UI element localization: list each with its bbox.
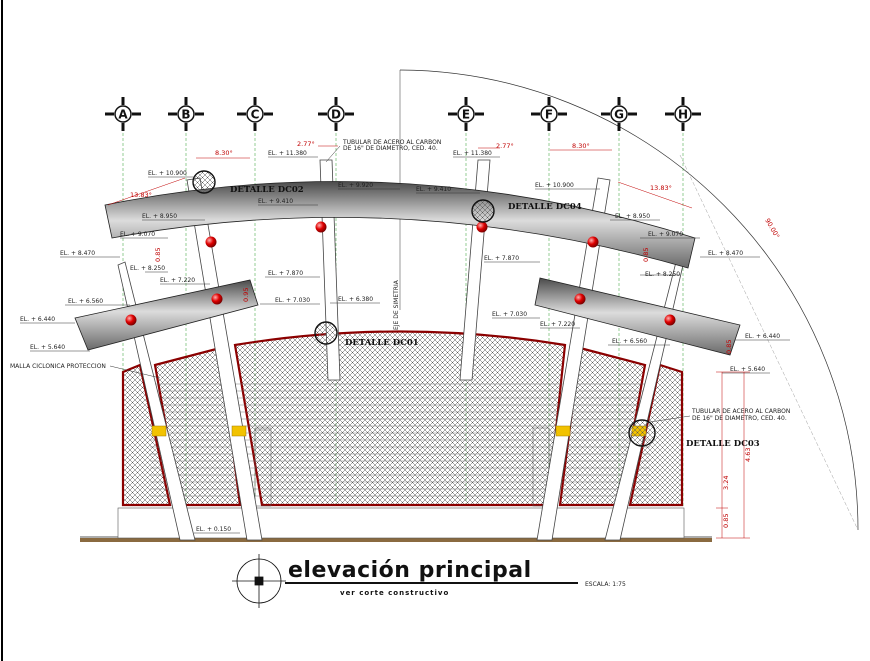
axis-marker-h: H: [665, 97, 701, 131]
level-7220-right: EL. + 7.220: [540, 321, 575, 328]
level-8470-right: EL. + 8.470: [708, 250, 743, 257]
page-title: elevación principal: [288, 558, 532, 583]
dim-8-30-left: 8.30°: [215, 149, 233, 157]
page-subtitle: ver corte constructivo: [340, 589, 449, 597]
tube-note-top-2: DE 16" DE DIAMETRO, CED. 40.: [343, 145, 438, 152]
level-8470-left: EL. + 8.470: [60, 250, 95, 257]
axis-marker-e: E: [448, 97, 484, 131]
axis-marker-a: A: [105, 97, 141, 131]
dim-0-85-lower: 0.85: [725, 340, 733, 354]
axis-label-e: E: [462, 108, 470, 122]
ground-line: [80, 538, 712, 542]
nodes: [125, 221, 676, 326]
level-7870-right: EL. + 7.870: [484, 255, 519, 262]
level-9920: EL. + 9.920: [338, 182, 373, 189]
level-7870-left: EL. + 7.870: [268, 270, 303, 277]
axis-label-c: C: [251, 108, 260, 122]
level-9070-left: EL. + 9.070: [120, 231, 155, 238]
tube-note-right-2: DE 16" DE DIAMETRO, CED. 40.: [692, 415, 787, 422]
dim-0-95: 0.95: [242, 288, 250, 302]
radius-arc: [399, 69, 859, 531]
level-11380-right: EL. + 11.380: [453, 150, 492, 157]
level-9070-right: EL. + 9.070: [648, 231, 683, 238]
dim-13-83-right: 13.83°: [650, 184, 672, 192]
detail-dc01-label: DETALLE DC01: [345, 338, 419, 348]
lower-left-band: [74, 279, 259, 351]
mesh-note: MALLA CICLONICA PROTECCION: [10, 363, 106, 370]
level-8250-left: EL. + 8.250: [130, 265, 165, 272]
axis-marker-g: G: [601, 97, 637, 131]
tube-note-right-1: TUBULAR DE ACERO AL CARBON: [691, 408, 790, 415]
level-8950-left: EL. + 8.950: [142, 213, 177, 220]
dim-4-63: 4.63: [744, 448, 752, 462]
level-7220-left: EL. + 7.220: [160, 277, 195, 284]
scale-label: ESCALA: 1:75: [585, 581, 626, 588]
level-8950-right: EL. + 8.950: [615, 213, 650, 220]
fence-panels: [121, 330, 684, 507]
level-7030-right: EL. + 7.030: [492, 311, 527, 318]
dim-0-85-right: 0.85: [642, 248, 650, 262]
level-9410-right: EL. + 9.410: [416, 186, 451, 193]
level-7030-left: EL. + 7.030: [275, 297, 310, 304]
tube-note-top-1: TUBULAR DE ACERO AL CARBON: [342, 139, 441, 146]
level-6380: EL. + 6.380: [338, 296, 373, 303]
dim-3-24: 3.24: [722, 476, 730, 490]
detail-markers: [192, 170, 656, 447]
dim-90-00: 90.00°: [763, 217, 781, 240]
level-0150: EL. + 0.150: [196, 526, 231, 533]
axis-label-b: B: [181, 108, 190, 122]
symmetry-label: EJE DE SIMETRIA: [393, 279, 400, 330]
level-8250-right: EL. + 8.250: [645, 271, 680, 278]
level-6440-left: EL. + 6.440: [20, 316, 55, 323]
dim-0-85-left: 0.85: [154, 248, 162, 262]
title-crosshair: [232, 554, 286, 608]
level-10900-left: EL. + 10.900: [148, 170, 187, 177]
level-10900-right: EL. + 10.900: [535, 182, 574, 189]
level-11380-left: EL. + 11.380: [268, 150, 307, 157]
dim-2-77-right: 2.77°: [496, 142, 514, 150]
dim-8-30-right: 8.30°: [572, 142, 590, 150]
axis-label-a: A: [118, 108, 128, 122]
dim-0-85-base: 0.85: [722, 514, 730, 528]
level-6560-right: EL. + 6.560: [612, 338, 647, 345]
level-6440-right: EL. + 6.440: [745, 333, 780, 340]
axis-marker-b: B: [168, 97, 204, 131]
dim-13-83-left: 13.83°: [130, 191, 152, 199]
axis-label-d: D: [331, 108, 341, 122]
level-5640-left: EL. + 5.640: [30, 344, 65, 351]
detail-dc04-label: DETALLE DC04: [508, 202, 582, 212]
level-5640-right: EL. + 5.640: [730, 366, 765, 373]
axis-marker-d: D: [318, 97, 354, 131]
level-6560-left: EL. + 6.560: [68, 298, 103, 305]
axis-marker-c: C: [237, 97, 273, 131]
lower-right-band: [534, 277, 741, 356]
axis-label-h: H: [678, 108, 688, 122]
axis-marker-f: F: [531, 97, 567, 131]
dim-2-77-left: 2.77°: [297, 140, 315, 148]
axis-label-f: F: [545, 108, 553, 122]
detail-dc02-label: DETALLE DC02: [230, 185, 304, 195]
axis-label-g: G: [614, 108, 624, 122]
level-9410-left: EL. + 9.410: [258, 198, 293, 205]
upper-arch-band: [104, 181, 696, 269]
detail-dc03-label: DETALLE DC03: [686, 439, 760, 449]
